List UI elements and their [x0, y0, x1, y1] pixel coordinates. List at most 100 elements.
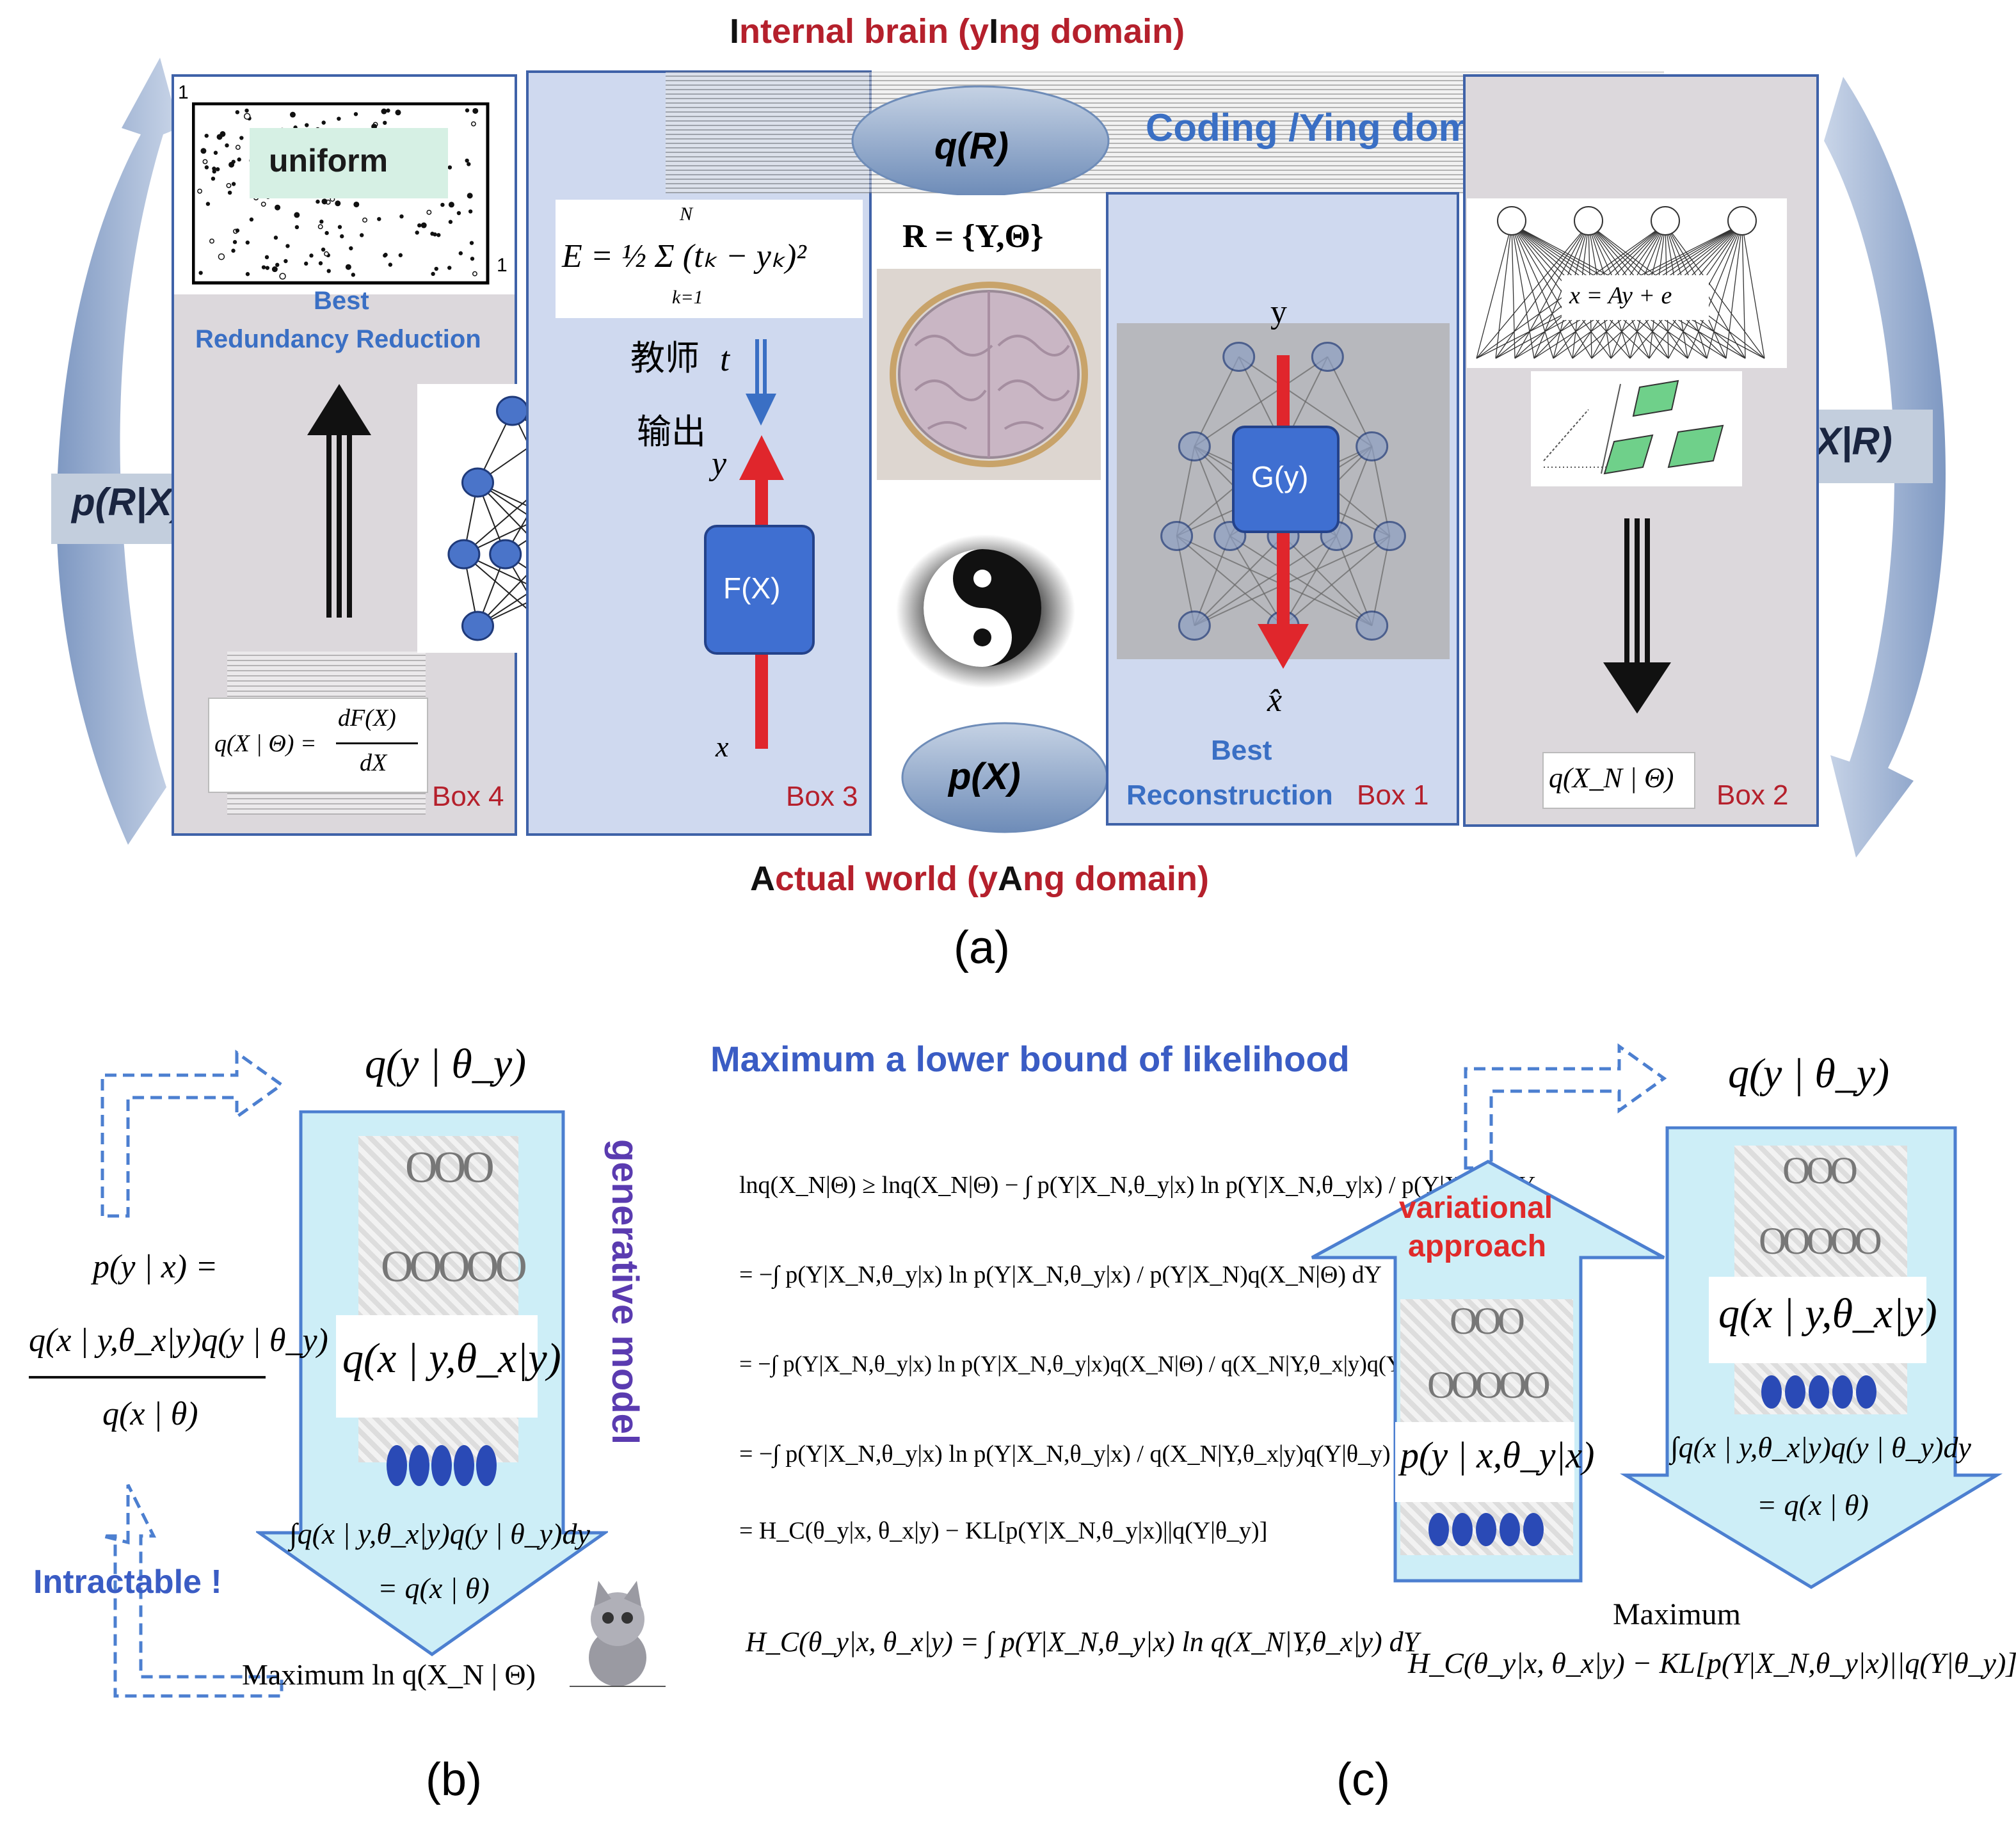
y-label-3: y [712, 445, 727, 482]
network-node [1356, 611, 1389, 641]
scatter-dot [335, 200, 341, 207]
scatter-dot [417, 223, 422, 228]
scatter-dot [349, 246, 353, 251]
scatter-dot [316, 199, 320, 204]
box-4-label: Box 4 [432, 781, 504, 812]
network-node [1178, 431, 1211, 461]
network-edge [1283, 535, 1338, 627]
fa-edge [1511, 223, 1516, 359]
fa-latent-node [1574, 206, 1603, 236]
network-edge [1176, 536, 1196, 626]
c-left-layer-filled [1428, 1513, 1544, 1546]
box-3-label: Box 3 [786, 781, 858, 812]
scatter-dot [304, 261, 308, 266]
redundancy-label: Redundancy Reduction [195, 325, 481, 353]
R-set-label: R = {Y,Θ} [902, 218, 1044, 255]
scatter-dot [388, 262, 393, 267]
scatter-dot [204, 133, 209, 138]
gy-block [1232, 426, 1340, 533]
scatter-dot [202, 159, 208, 164]
corner-1-top: 1 [178, 82, 189, 103]
box-2-label: Box 2 [1716, 780, 1789, 811]
brain-icon [890, 282, 1088, 467]
top-title-middle: nternal brain (y [739, 12, 989, 51]
scatter-dot [232, 240, 237, 244]
b-q-y-label: q(y | θ_y) [365, 1041, 527, 1087]
scatter-dot [353, 112, 358, 116]
fa-edge [1725, 223, 1743, 359]
fa-edge [1741, 223, 1746, 359]
network-edge [1194, 535, 1390, 627]
scatter-dot [226, 182, 232, 188]
scatter-dot [213, 150, 218, 155]
teacher-label: 教师 [630, 339, 700, 378]
fx-block [704, 525, 815, 655]
b-integral: ∫q(x | y,θ_x|y)q(y | θ_y)dy [289, 1517, 590, 1550]
right-curved-arrow [1824, 77, 1946, 858]
output-label: 输出 [637, 413, 706, 451]
scatter-dot [448, 220, 453, 224]
scatter-dot [285, 244, 290, 248]
scatter-dot [249, 217, 254, 222]
reconstruction-label: Reconstruction [1126, 780, 1333, 811]
network-edge [1283, 535, 1391, 627]
scatter-dot [470, 257, 475, 261]
scatter-dot [337, 225, 342, 229]
scatter-dot [289, 111, 296, 118]
bottom-title-end: ng domain) [1023, 860, 1210, 898]
network-edge [1194, 356, 1240, 447]
down-arrow-box2 [1603, 518, 1671, 714]
scatter-dot [337, 116, 341, 121]
c-right-layer-top: OOO [1782, 1149, 1858, 1192]
scatter-dot [353, 201, 360, 207]
scatter-dot [458, 251, 463, 255]
bottom-title-middle: ctual world (y [775, 860, 998, 898]
scatter-dot [261, 265, 266, 269]
scatter-dot [360, 233, 364, 237]
scatter-dot [468, 209, 473, 214]
network-edge [1176, 535, 1373, 627]
scatter-dot [469, 241, 474, 245]
dashed-arrow-bottom-b [102, 1483, 284, 1698]
scatter-dot [244, 108, 249, 113]
scatter-dot [265, 266, 270, 270]
scatter-dot [472, 271, 477, 276]
fa-edge [1495, 223, 1589, 359]
c-p-y-given-x: p(y | x,θ_y|x) [1400, 1434, 1595, 1476]
c-q-y-label: q(y | θ_y) [1728, 1050, 1890, 1097]
network-node [461, 611, 494, 641]
cat-icon [570, 1581, 666, 1687]
scatter-dot [465, 108, 470, 113]
yin-yang-icon [896, 534, 1075, 688]
top-title: Internal brain (yIng domain) [730, 12, 1185, 51]
pX-label: p(X) [948, 756, 1021, 797]
network-edge [1336, 536, 1373, 626]
scatter-dot [227, 190, 232, 195]
generative-model-label: generative model [604, 1139, 646, 1445]
linear-model-eq: x = Ay + e [1569, 282, 1672, 309]
network-edge [1229, 535, 1373, 627]
scatter-dot [395, 109, 401, 116]
scatter-dot [284, 259, 288, 264]
caption-c: (c) [1336, 1754, 1390, 1805]
c-eq-4: = −∫ p(Y|X_N,θ_y|x) ln p(Y|X_N,θ_y|x) / … [739, 1441, 1427, 1467]
network-edge [1194, 536, 1231, 626]
scatter-dot [273, 236, 278, 240]
scatter-dot [231, 159, 236, 164]
scatter-dot [225, 143, 229, 148]
network-edge [1327, 356, 1373, 447]
top-title-end: ng domain) [998, 12, 1185, 51]
network-edge [1371, 446, 1391, 536]
best-label-4: Best [314, 287, 369, 315]
scatter-dot [197, 188, 203, 194]
scatter-dot [237, 157, 241, 162]
b-layer-top: OOO [405, 1143, 495, 1192]
b-maximum-label: Maximum ln q(X_N | Θ) [242, 1658, 536, 1691]
fa-latent-node [1497, 206, 1526, 236]
scatter-dot [235, 228, 240, 233]
scatter-dot [211, 176, 216, 181]
bottom-title-A: A [998, 860, 1023, 898]
scatter-dot [321, 198, 328, 205]
b-qxy-bg [336, 1315, 538, 1418]
scatter-dot [231, 182, 236, 186]
